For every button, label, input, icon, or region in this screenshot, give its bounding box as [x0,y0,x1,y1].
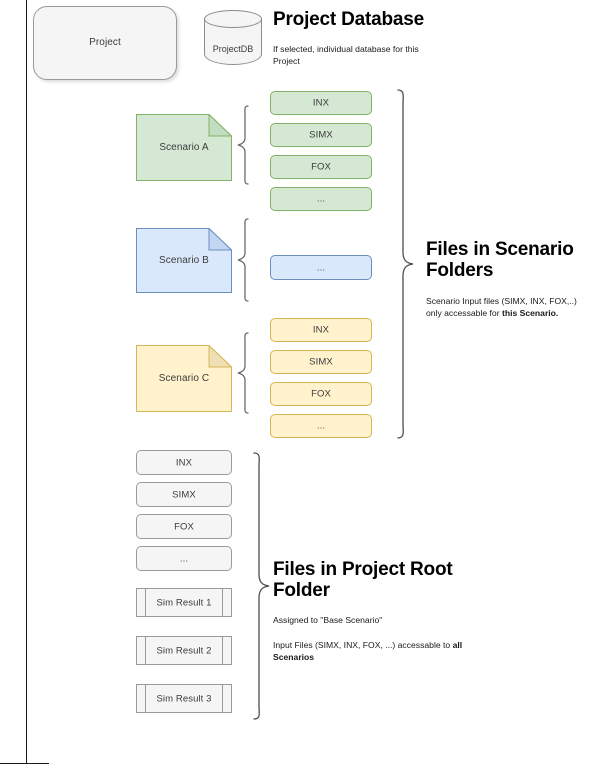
cylinder-top-ellipse [204,10,262,28]
section-body-root-line-2: Input Files (SIMX, INX, FOX, ...) access… [273,640,488,663]
section-title-files-in-scenario-folders: Files in Scenario Folders [426,239,574,282]
predefined-process-right-bar [222,637,223,664]
predefined-process-left-bar [145,589,146,616]
predefined-process-right-bar [222,685,223,712]
section-title-files-in-project-root-folder: Files in Project Root Folder [273,559,453,602]
root-file-5-label: Sim Result 2 [156,644,212,656]
scenario-a-file-2[interactable]: FOX [270,155,372,179]
project-node[interactable]: Project [33,6,177,80]
project-root-folder-brace [252,452,274,720]
root-file-0-label: INX [175,456,193,468]
scenario-c-file-3[interactable]: ... [270,414,372,438]
scenario-folders-body-line-1: Scenario Input files (SIMX, INX, FOX,..) [426,296,577,306]
root-file-3-label: ... [179,552,189,564]
section-title-project-database: Project Database [273,9,424,30]
scenario-a-file-2-label: FOX [311,161,331,173]
root-file-6-label: Sim Result 3 [156,692,212,704]
scenario-a-node[interactable]: Scenario A [136,114,232,181]
scenario-a-file-3[interactable]: ... [270,187,372,211]
root-file-2-label: FOX [174,520,194,532]
predefined-process-left-bar [145,685,146,712]
scenario-a-file-0-label: INX [312,97,330,109]
root-file-4-label: Sim Result 1 [156,596,212,608]
scenario-b-node[interactable]: Scenario B [136,228,232,293]
predefined-process-right-bar [222,589,223,616]
scenario-c-file-2-label: FOX [311,388,331,400]
project-database-node-label: ProjectDB [212,44,254,54]
project-database-node[interactable]: ProjectDB [204,10,262,74]
scenario-folders-body-line-2-emphasis: this Scenario. [501,307,559,318]
section-body-project-database: If selected, individual database for thi… [273,44,419,66]
section-body-root-line-1: Assigned to "Base Scenario" [273,615,383,625]
page-frame-vertical-line [26,0,27,764]
scenario-b-brace [236,218,250,302]
root-file-0[interactable]: INX [136,450,232,475]
scenario-c-file-0[interactable]: INX [270,318,372,342]
project-node-label: Project [89,37,121,48]
scenario-a-file-1[interactable]: SIMX [270,123,372,147]
scenario-folders-brace [396,89,418,439]
scenario-c-file-2[interactable]: FOX [270,382,372,406]
scenario-c-file-0-label: INX [312,324,330,336]
scenario-c-brace [236,332,250,414]
section-body-files-in-scenario-folders: Scenario Input files (SIMX, INX, FOX,..)… [426,296,594,319]
root-file-3[interactable]: ... [136,546,232,571]
scenario-c-file-1[interactable]: SIMX [270,350,372,374]
scenario-a-file-1-label: SIMX [309,129,333,141]
root-file-5[interactable]: Sim Result 2 [136,636,232,665]
root-body-line-2-emphasis: all Scenarios [273,640,463,662]
scenario-folders-body-line-2: only accessable for [426,307,502,318]
scenario-c-shape [136,345,232,412]
root-file-1-label: SIMX [172,488,196,500]
scenario-a-file-3-label: ... [316,193,326,205]
root-file-4[interactable]: Sim Result 1 [136,588,232,617]
root-file-6[interactable]: Sim Result 3 [136,684,232,713]
scenario-c-file-1-label: SIMX [309,356,333,368]
page-frame-bottom-line [0,763,49,764]
scenario-b-file-0-label: ... [316,261,326,273]
root-file-1[interactable]: SIMX [136,482,232,507]
root-file-2[interactable]: FOX [136,514,232,539]
scenario-c-file-3-label: ... [316,420,326,432]
scenario-a-brace [236,105,250,185]
scenario-b-file-0[interactable]: ... [270,255,372,280]
predefined-process-left-bar [145,637,146,664]
root-body-line-2-text: Input Files (SIMX, INX, FOX, ...) access… [273,640,453,650]
scenario-c-node[interactable]: Scenario C [136,345,232,412]
scenario-a-shape [136,114,232,181]
scenario-b-shape [136,228,232,293]
scenario-a-file-0[interactable]: INX [270,91,372,115]
